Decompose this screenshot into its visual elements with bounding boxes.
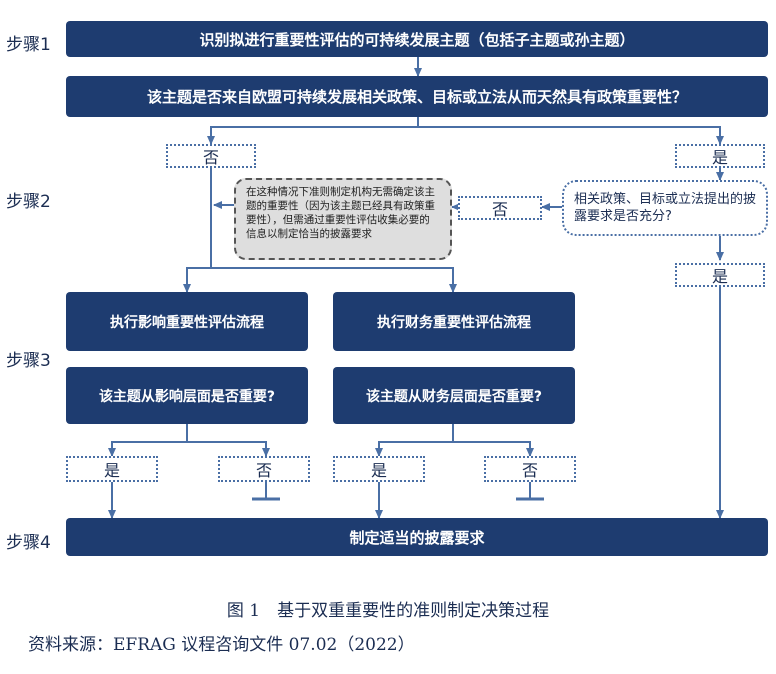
sufficiency-question-text: 相关政策、目标或立法提出的披露要求是否充分?: [574, 192, 757, 224]
arrow-question-to-no: [207, 117, 419, 145]
impact-process-box: 执行影响重要性评估流程: [66, 292, 308, 351]
answer-no-middle: 否: [458, 196, 542, 220]
answer-impact-yes: 是: [66, 456, 158, 482]
arrow-financial-to-no: [453, 441, 534, 457]
step-4-label: 步骤4: [6, 533, 51, 553]
policy-materiality-note: 在这种情况下准则制定机构无需确定该主题的重要性（因为该主题已经具有政策重要性），…: [234, 178, 452, 260]
step-2-label: 步骤2: [6, 192, 51, 212]
identify-topic-box: 识别拟进行重要性评估的可持续发展主题（包括子主题或孙主题）: [66, 21, 768, 57]
answer-financial-no: 否: [484, 456, 576, 482]
sufficiency-question-box: 相关政策、目标或立法提出的披露要求是否充分?: [562, 180, 768, 236]
financial-process-box: 执行财务重要性评估流程: [333, 292, 575, 351]
answer-impact-no: 否: [218, 456, 310, 482]
arrow-impact-to-no: [187, 441, 270, 457]
arrow-question-to-yes: [418, 126, 724, 145]
figure-source: 资料来源：EFRAG 议程咨询文件 07.02（2022）: [28, 635, 415, 655]
impact-question-box: 该主题从影响层面是否重要?: [66, 367, 308, 424]
arrow-financial-to-yes: [375, 424, 454, 457]
answer-yes-right: 是: [675, 144, 765, 168]
answer-yes-right-lower: 是: [675, 263, 765, 287]
answer-no-left: 否: [166, 144, 256, 168]
flow-connectors: [108, 57, 724, 519]
figure-caption: 图 1 基于双重重要性的准则制定决策过程: [226, 601, 550, 621]
policy-materiality-note-text: 在这种情况下准则制定机构无需确定该主题的重要性（因为该主题已经具有政策重要性），…: [246, 186, 435, 240]
final-disclosure-box: 制定适当的披露要求: [66, 518, 768, 556]
financial-question-box: 该主题从财务层面是否重要?: [333, 367, 575, 424]
arrow-split-financial: [211, 267, 457, 293]
eu-policy-question-box: 该主题是否来自欧盟可持续发展相关政策、目标或立法从而天然具有政策重要性？: [66, 76, 768, 117]
step-1-label: 步骤1: [6, 35, 51, 55]
arrow-split-impact: [183, 267, 211, 293]
step-3-label: 步骤3: [6, 351, 51, 371]
arrow-impact-to-yes: [108, 424, 188, 457]
answer-financial-yes: 是: [333, 456, 425, 482]
